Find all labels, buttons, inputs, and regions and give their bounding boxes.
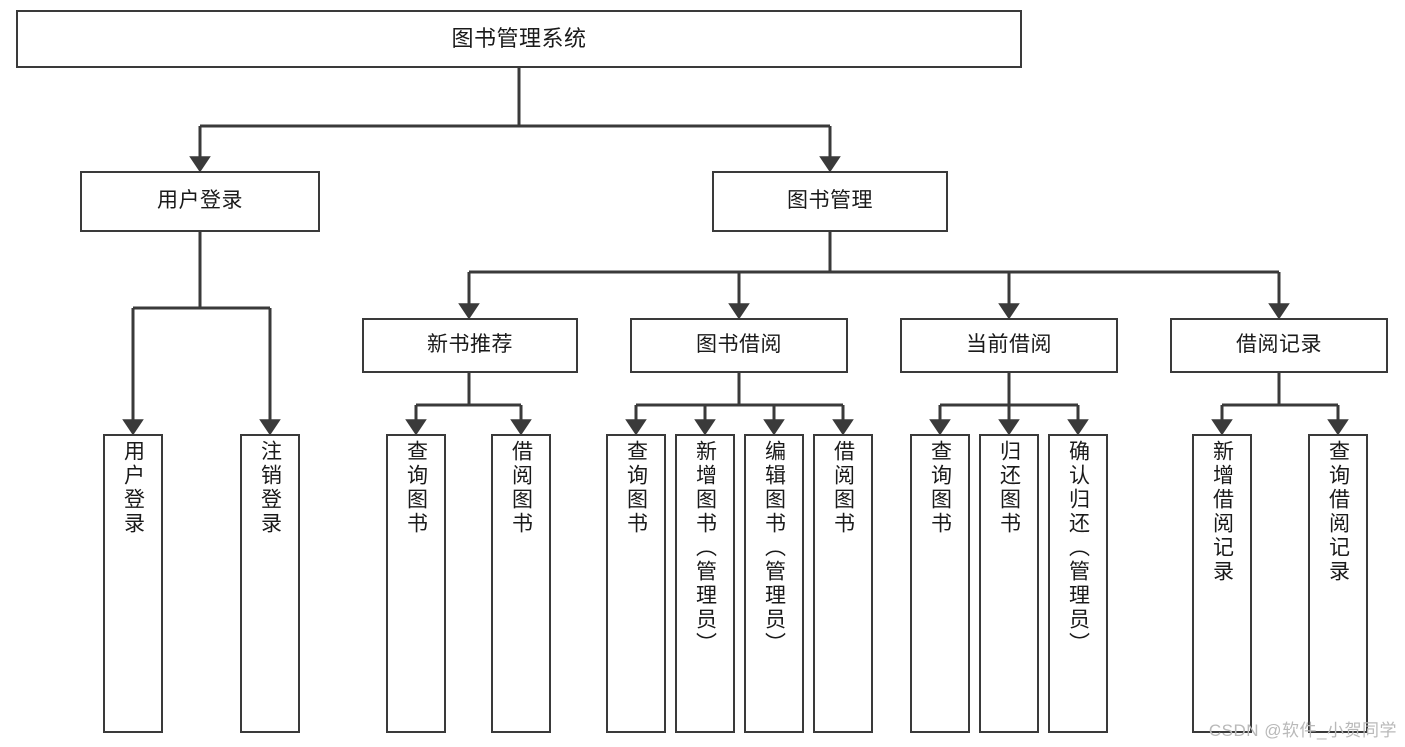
node-leaf-user-login[interactable]: 用户登录 bbox=[103, 434, 163, 733]
node-label: 归还图书 bbox=[997, 440, 1021, 536]
node-label: 借阅记录 bbox=[1236, 333, 1322, 357]
node-label: 确认归还（管理员） bbox=[1066, 440, 1090, 656]
node-leaf-query-book-rec[interactable]: 查询图书 bbox=[386, 434, 446, 733]
node-label: 注销登录 bbox=[258, 440, 282, 536]
node-label: 查询图书 bbox=[404, 440, 428, 536]
node-leaf-query-borrow-record[interactable]: 查询借阅记录 bbox=[1308, 434, 1368, 733]
node-leaf-add-book-admin[interactable]: 新增图书（管理员） bbox=[675, 434, 735, 733]
node-leaf-borrow-book-rec[interactable]: 借阅图书 bbox=[491, 434, 551, 733]
node-label: 查询图书 bbox=[928, 440, 952, 536]
node-label: 当前借阅 bbox=[966, 333, 1052, 357]
node-leaf-logout[interactable]: 注销登录 bbox=[240, 434, 300, 733]
node-book-borrowing[interactable]: 图书借阅 bbox=[630, 318, 848, 373]
node-label: 图书管理 bbox=[787, 189, 873, 213]
node-root-book-management-system[interactable]: 图书管理系统 bbox=[16, 10, 1022, 68]
node-leaf-edit-book-admin[interactable]: 编辑图书（管理员） bbox=[744, 434, 804, 733]
node-leaf-confirm-return-admin[interactable]: 确认归还（管理员） bbox=[1048, 434, 1108, 733]
node-leaf-query-book-borrow[interactable]: 查询图书 bbox=[606, 434, 666, 733]
node-label: 借阅图书 bbox=[831, 440, 855, 536]
node-label: 借阅图书 bbox=[509, 440, 533, 536]
node-label: 新增图书（管理员） bbox=[693, 440, 717, 656]
node-label: 查询借阅记录 bbox=[1326, 440, 1350, 584]
node-leaf-borrow-book[interactable]: 借阅图书 bbox=[813, 434, 873, 733]
node-label: 用户登录 bbox=[121, 440, 145, 536]
csdn-watermark: CSDN @软件_小贺同学 bbox=[1208, 721, 1397, 740]
node-leaf-add-borrow-record[interactable]: 新增借阅记录 bbox=[1192, 434, 1252, 733]
node-label: 图书借阅 bbox=[696, 333, 782, 357]
node-leaf-query-book-current[interactable]: 查询图书 bbox=[910, 434, 970, 733]
node-current-borrowing[interactable]: 当前借阅 bbox=[900, 318, 1118, 373]
node-leaf-return-book[interactable]: 归还图书 bbox=[979, 434, 1039, 733]
node-label: 查询图书 bbox=[624, 440, 648, 536]
node-user-login[interactable]: 用户登录 bbox=[80, 171, 320, 232]
node-book-management[interactable]: 图书管理 bbox=[712, 171, 948, 232]
node-new-book-recommendation[interactable]: 新书推荐 bbox=[362, 318, 578, 373]
node-borrowing-records[interactable]: 借阅记录 bbox=[1170, 318, 1388, 373]
node-label: 图书管理系统 bbox=[451, 26, 587, 52]
node-label: 用户登录 bbox=[157, 189, 243, 213]
node-label: 新增借阅记录 bbox=[1210, 440, 1234, 584]
node-label: 编辑图书（管理员） bbox=[762, 440, 786, 656]
node-label: 新书推荐 bbox=[427, 333, 513, 357]
